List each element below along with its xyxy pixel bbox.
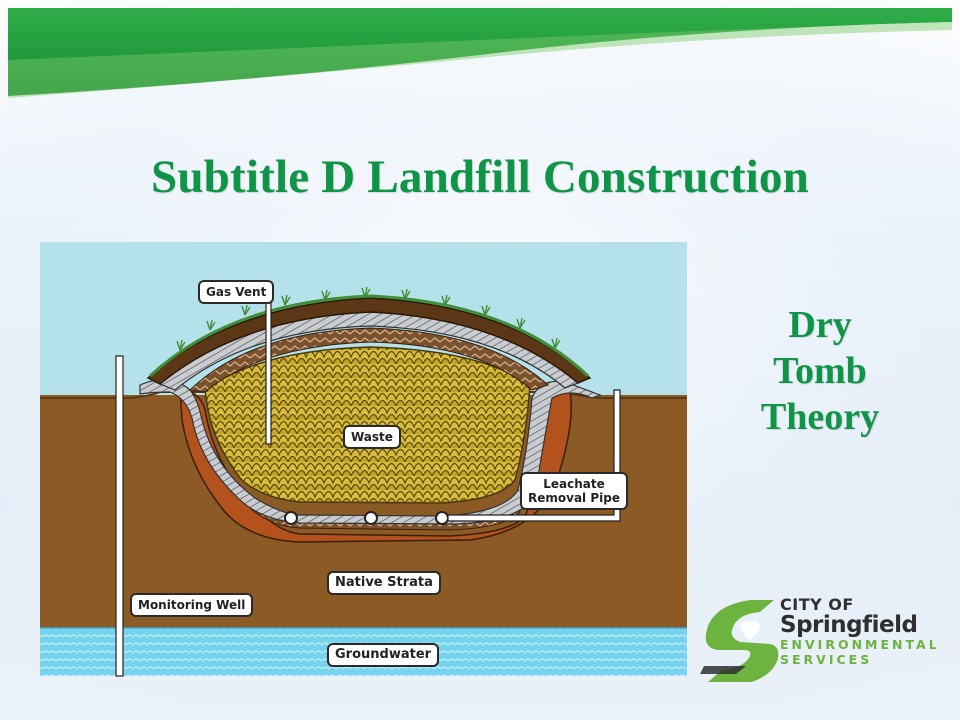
header-swoosh-highlight [8, 22, 952, 98]
label-groundwater-text: Groundwater [335, 647, 432, 662]
gas-vent-pipe [265, 297, 272, 445]
slide-title: Subtitle D Landfill Construction [151, 151, 809, 203]
landfill-diagram [40, 242, 687, 677]
label-native-strata: Native Strata [327, 571, 441, 595]
label-waste: Waste [343, 425, 401, 449]
header-swoosh [8, 8, 952, 96]
leachate-pipe-1 [284, 511, 298, 525]
grass-tufts [176, 286, 561, 351]
synthetic-liner [139, 379, 602, 525]
vegetation-layer [148, 294, 590, 378]
logo: CITY OF Springfield ENVIRONMENTAL SERVIC… [780, 595, 940, 667]
label-gas-vent-text: Gas Vent [206, 285, 267, 299]
label-groundwater: Groundwater [327, 643, 440, 667]
label-gas-vent: Gas Vent [198, 280, 275, 304]
logo-line2: Springfield [780, 612, 918, 638]
label-leachate-removal-pipe: Leachate Removal Pipe [520, 472, 628, 510]
label-leachate-line2: Removal Pipe [528, 491, 620, 505]
leachate-pipe-3 [435, 511, 449, 525]
side-caption-line: Dry [788, 304, 852, 346]
label-monitoring-well-text: Monitoring Well [138, 598, 246, 612]
side-caption-line: Tomb [773, 350, 867, 392]
logo-icon [700, 600, 779, 682]
side-caption-line: Theory [760, 396, 880, 438]
leachate-pipe-2 [364, 511, 378, 525]
cap-gravel [188, 327, 549, 393]
monitoring-well-pipe [115, 355, 124, 677]
label-native-strata-text: Native Strata [335, 575, 433, 590]
logo-line3: ENVIRONMENTAL [780, 637, 940, 652]
side-caption: Dry Tomb Theory [720, 302, 920, 440]
cover-soil [146, 297, 592, 385]
label-waste-text: Waste [351, 430, 393, 444]
label-leachate-line1: Leachate [543, 477, 605, 491]
logo-line1: CITY OF [780, 595, 854, 614]
label-monitoring-well: Monitoring Well [130, 593, 254, 617]
logo-line4: SERVICES [780, 652, 873, 667]
leachate-removal-pipe [447, 389, 621, 522]
